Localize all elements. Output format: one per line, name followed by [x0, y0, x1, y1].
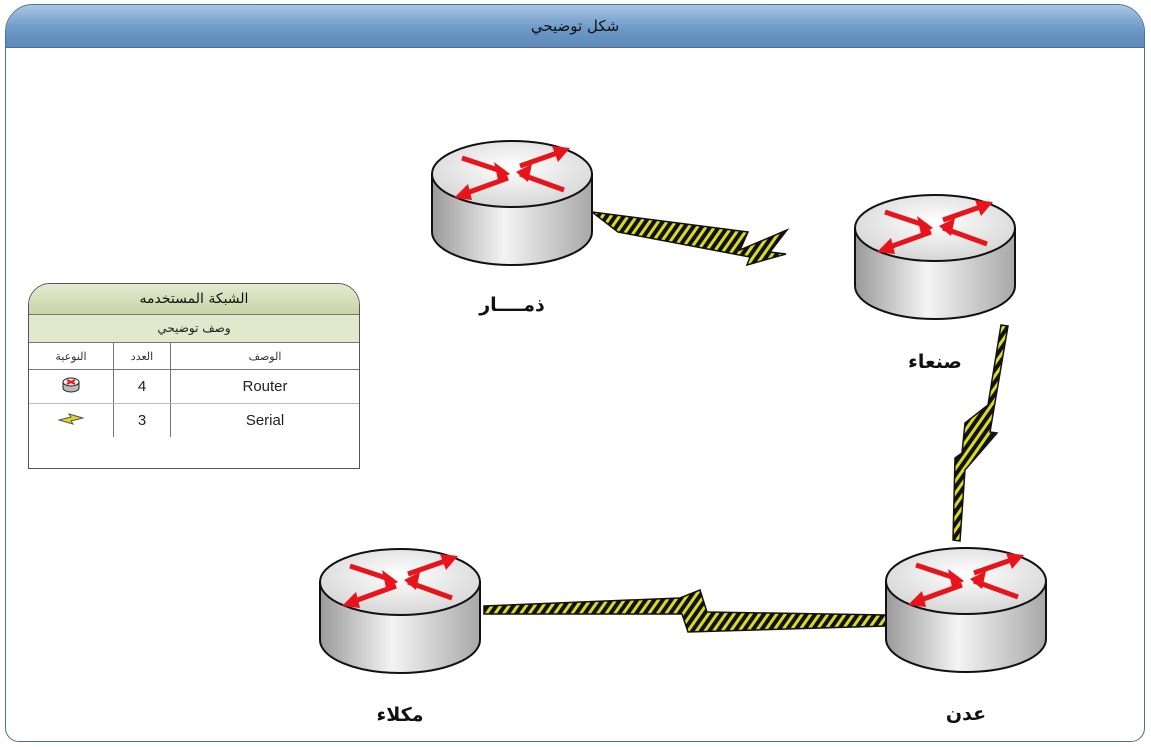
legend-header-count: العدد [113, 343, 171, 370]
router-sanaa [855, 195, 1015, 319]
legend-row-router: 4 Router [29, 369, 359, 404]
nodes-layer [320, 141, 1046, 673]
serial-link-sanaa-aden [952, 324, 1009, 542]
router-icon [29, 369, 114, 404]
legend-router-desc: Router [170, 369, 359, 404]
router-label-sanaa: صنعاء [908, 351, 962, 373]
title-bar: شكل توضيحي [6, 5, 1144, 48]
router-label-dhamar: ذمــــار [479, 294, 545, 316]
serial-link-aden-mukalla [483, 589, 887, 633]
serial-link-dhamar-sanaa [589, 210, 790, 267]
legend-header-desc: الوصف [170, 343, 359, 370]
diagram-title: شكل توضيحي [530, 17, 620, 35]
legend-router-count: 4 [113, 369, 171, 404]
legend-subtitle: وصف توضيحي [29, 315, 359, 343]
router-aden [886, 548, 1046, 672]
legend-table: الشبكة المستخدمه وصف توضيحي النوعية العد… [28, 283, 360, 469]
links-layer [483, 210, 1009, 633]
router-mukalla [320, 549, 480, 673]
legend-serial-count: 3 [113, 403, 171, 437]
legend-title: الشبكة المستخدمه [29, 284, 359, 315]
router-label-aden: عدن [945, 703, 987, 725]
router-dhamar [432, 141, 592, 265]
legend-header-icon: النوعية [29, 343, 114, 370]
legend-row-serial: 3 Serial [29, 403, 359, 438]
legend-serial-desc: Serial [170, 403, 359, 437]
serial-link-icon [29, 404, 114, 438]
router-label-mukalla: مكلاء [376, 704, 424, 726]
